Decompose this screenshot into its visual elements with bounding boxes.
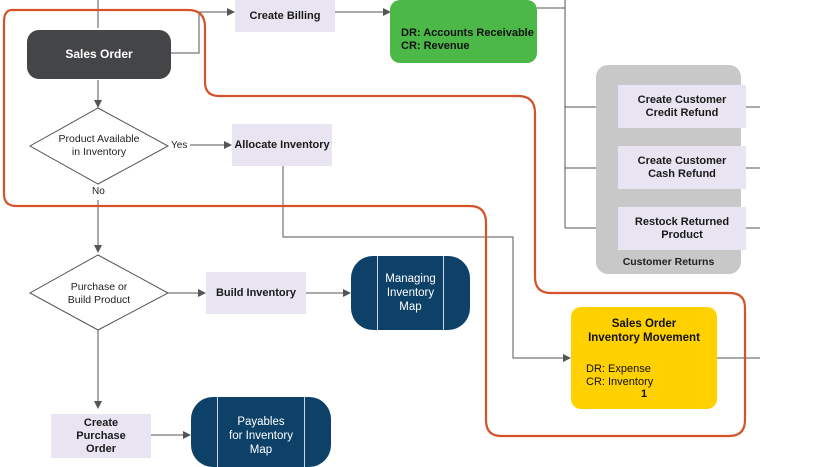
- revenue-entry-text: DR: Accounts Receivable CR: Revenue: [401, 27, 534, 52]
- cash-refund-node[interactable]: Create Customer Cash Refund: [618, 146, 746, 189]
- build-inventory-node[interactable]: Build Inventory: [206, 272, 306, 314]
- create-purchase-order-text: Create Purchase Order: [76, 417, 126, 455]
- credit-refund-node[interactable]: Create Customer Credit Refund: [618, 85, 746, 128]
- map-border-left: [217, 397, 218, 467]
- purchase-or-build-diamond: [28, 254, 170, 331]
- map-border-right: [304, 397, 305, 467]
- managing-inventory-map-node[interactable]: Managing Inventory Map: [351, 256, 470, 330]
- inventory-movement-node[interactable]: Sales Order Inventory Movement DR: Expen…: [571, 307, 717, 409]
- allocate-inventory-node[interactable]: Allocate Inventory: [232, 124, 332, 166]
- managing-inventory-map-text: Managing Inventory Map: [385, 273, 436, 313]
- payables-map-text: Payables for Inventory Map: [229, 416, 293, 456]
- inventory-movement-entry: DR: Expense CR: Inventory: [586, 363, 654, 388]
- purchase-or-build-text: Purchase or Build Product: [67, 281, 131, 306]
- map-border-right: [443, 256, 444, 330]
- highlight-outline: [2, 8, 747, 438]
- create-billing-node[interactable]: Create Billing: [235, 0, 335, 32]
- map-border-left: [377, 256, 378, 330]
- create-purchase-order-node[interactable]: Create Purchase Order: [51, 414, 151, 458]
- sales-order-node[interactable]: Sales Order: [27, 30, 171, 79]
- product-available-text: Product Available in Inventory: [58, 133, 140, 158]
- inventory-movement-marker: 1: [640, 388, 648, 400]
- product-available-diamond: [28, 107, 170, 185]
- revenue-entry-node[interactable]: DR: Accounts Receivable CR: Revenue: [390, 0, 537, 63]
- payables-map-node[interactable]: Payables for Inventory Map: [191, 397, 331, 467]
- yes-label: Yes: [171, 140, 188, 151]
- inventory-movement-title: Sales Order Inventory Movement: [588, 318, 700, 344]
- connector-line: [171, 8, 235, 54]
- connector-line: [282, 166, 571, 362]
- customer-returns-label: Customer Returns: [622, 256, 715, 268]
- restock-node[interactable]: Restock Returned Product: [618, 207, 746, 250]
- no-label: No: [92, 186, 105, 197]
